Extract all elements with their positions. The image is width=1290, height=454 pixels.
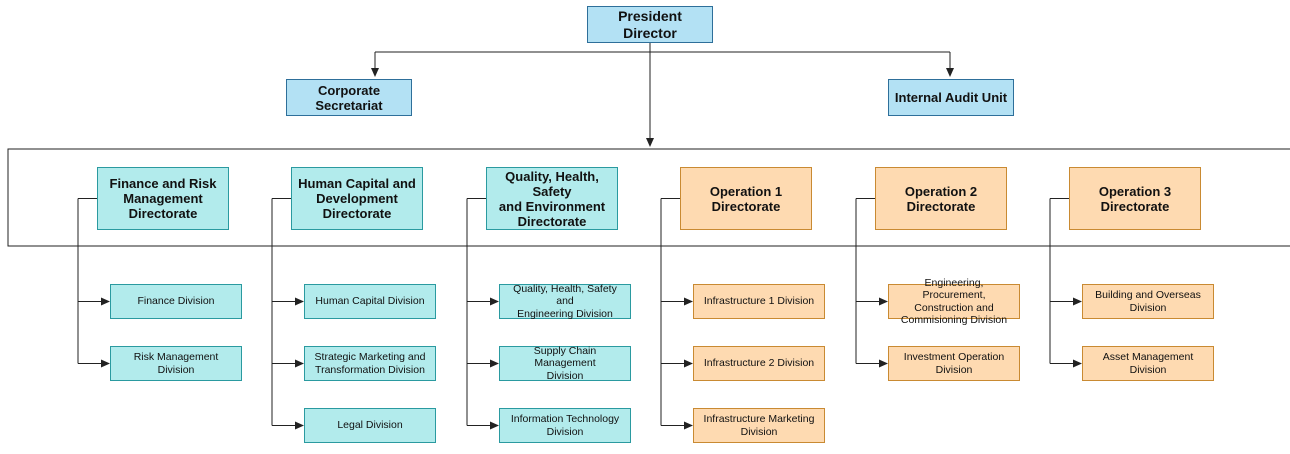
division-epcc: Engineering, Procurement, Construction a…	[888, 277, 1020, 326]
division-infrastructure-2: Infrastructure 2 Division	[693, 346, 825, 381]
directorate-operation-2: Operation 2 Directorate	[875, 167, 1007, 230]
division-investment-operation: Investment Operation Division	[888, 346, 1020, 381]
directorate-human-capital: Human Capital and Development Directorat…	[291, 167, 423, 230]
division-building-overseas: Building and Overseas Division	[1082, 284, 1214, 319]
internal-audit-unit-box: Internal Audit Unit	[888, 79, 1014, 116]
directorate-operation-3: Operation 3 Directorate	[1069, 167, 1201, 230]
division-legal: Legal Division	[304, 408, 436, 443]
division-asset-management: Asset Management Division	[1082, 346, 1214, 381]
division-infrastructure-marketing: Infrastructure Marketing Division	[693, 408, 825, 443]
division-qhs-engineering: Quality, Health, Safety and Engineering …	[499, 283, 631, 320]
division-finance: Finance Division	[110, 284, 242, 319]
division-information-technology: Information Technology Division	[499, 408, 631, 443]
directorate-operation-1: Operation 1 Directorate	[680, 167, 812, 230]
division-supply-chain: Supply Chain Management Division	[499, 345, 631, 382]
division-infrastructure-1: Infrastructure 1 Division	[693, 284, 825, 319]
president-director-box: President Director	[587, 6, 713, 43]
division-strategic-marketing: Strategic Marketing and Transformation D…	[304, 346, 436, 381]
division-risk-management: Risk Management Division	[110, 346, 242, 381]
division-human-capital: Human Capital Division	[304, 284, 436, 319]
directorate-finance-risk: Finance and Risk Management Directorate	[97, 167, 229, 230]
directorate-group-frame	[7, 148, 1290, 247]
directorate-qhse: Quality, Health, Safety and Environment …	[486, 167, 618, 230]
corporate-secretariat-box: Corporate Secretariat	[286, 79, 412, 116]
